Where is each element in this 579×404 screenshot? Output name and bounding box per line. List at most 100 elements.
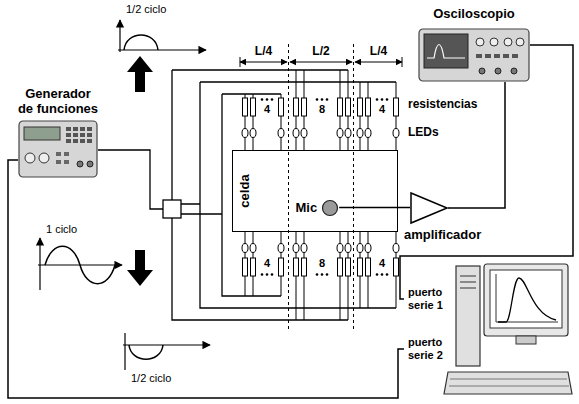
generator-drawing: [64, 152, 69, 156]
dimension-line: [289, 44, 354, 330]
dimension-line: [290, 62, 352, 63]
oscilloscope-drawing: [476, 54, 482, 58]
generator-drawing: [80, 127, 85, 131]
amplifier: amplificador: [410, 192, 448, 224]
oscilloscope-drawing: [427, 45, 465, 59]
led-symbol: [242, 129, 248, 138]
generator-drawing: [73, 127, 78, 131]
waveform-label: 1/2 ciclo: [131, 372, 171, 385]
count-label: 4: [252, 257, 282, 270]
resistor-wire: [296, 70, 348, 150]
drive-bus: [181, 204, 222, 214]
dimension-label: L/4: [249, 44, 279, 58]
count-label: 4: [367, 257, 397, 270]
generator-drawing: [19, 121, 97, 177]
computer-drawing: [490, 270, 562, 328]
resistor-symbol: [243, 98, 248, 116]
computer-drawing: [484, 264, 568, 336]
drive-bus: [98, 70, 396, 320]
resistor-wire: [245, 232, 281, 296]
resistor-symbol: [279, 258, 284, 276]
computer-drawing: [460, 276, 476, 288]
port-label: puerto serie 1: [408, 286, 452, 312]
generator-drawing: [80, 133, 85, 137]
waveform-sketch: [38, 20, 210, 370]
generator-drawing: [24, 127, 60, 140]
resistor-symbol: [243, 98, 399, 276]
resistor-symbol: [279, 98, 284, 116]
generator-drawing: [87, 161, 93, 167]
ellipsis-dots: [376, 98, 379, 101]
computer-drawing: [456, 266, 480, 366]
resistor-wire: [360, 232, 396, 308]
ellipsis-dots: [316, 98, 319, 101]
waveform-label: 1/2 ciclo: [126, 3, 166, 16]
resistor-symbol: [302, 98, 307, 116]
waveform-sketch: [124, 35, 158, 50]
oscilloscope-drawing: [512, 54, 518, 58]
resistor-symbol: [243, 258, 248, 276]
resistor-symbol: [251, 258, 256, 276]
generator-drawing: [77, 161, 83, 167]
drive-bus: [172, 70, 348, 320]
led-symbol: [357, 129, 363, 138]
oscilloscope-drawing: [494, 54, 500, 58]
led-symbol: [250, 244, 256, 253]
led-symbol: [242, 244, 248, 253]
resistor-symbol: [302, 258, 307, 276]
generator-drawing: [73, 133, 78, 137]
resistor-symbol: [294, 258, 299, 276]
signal-splitter: [163, 200, 181, 218]
led-symbol: [301, 244, 307, 253]
signal-cable: [400, 45, 573, 299]
ellipsis-dots: [326, 273, 329, 276]
computer: puerto serie 1 puerto serie 2: [404, 262, 574, 400]
resistor-symbol: [366, 98, 371, 116]
waveform-sketch: [129, 345, 163, 359]
count-label: 4: [367, 103, 397, 116]
led-symbol: [337, 244, 343, 253]
led-symbol: [365, 244, 371, 253]
generator-drawing: [87, 139, 92, 143]
part-label: LEDs: [408, 125, 439, 139]
drive-bus: [98, 150, 163, 209]
oscilloscope-drawing: [511, 68, 517, 74]
led-symbol: [242, 129, 399, 253]
ellipsis-dots: [386, 98, 389, 101]
direction-arrow: [127, 56, 153, 92]
led-symbol: [278, 244, 284, 253]
signal-cable: [8, 160, 404, 398]
oscilloscope-drawing: [503, 54, 509, 58]
resistor-symbol: [346, 98, 351, 116]
microphone-symbol: [321, 199, 339, 217]
amplifier-symbol: [410, 192, 448, 224]
ellipsis-dots: [326, 98, 329, 101]
dimension-line: [355, 62, 402, 63]
generator-drawing: [80, 139, 85, 143]
led-symbol: [345, 244, 351, 253]
led-symbol: [393, 129, 399, 138]
ellipsis-dots: [261, 273, 264, 276]
computer-drawing: [444, 372, 572, 394]
led-symbol: [337, 129, 343, 138]
generator-drawing: [25, 153, 35, 163]
microphone: Mic: [296, 198, 340, 218]
generator-drawing: [73, 139, 78, 143]
dimension-label: L/4: [364, 44, 394, 58]
computer-drawing: [496, 274, 558, 322]
led-symbol: [278, 129, 284, 138]
port-label: puerto serie 2: [408, 336, 452, 362]
computer-drawing: [516, 336, 536, 344]
led-symbol: [365, 129, 371, 138]
oscilloscope: Osciloscopio: [418, 28, 530, 82]
led-symbol: [293, 129, 299, 138]
waveform-sketch: [118, 49, 206, 50]
resistor-symbol: [366, 258, 371, 276]
waveform-sketch: [45, 246, 115, 284]
resistor-symbol: [358, 98, 363, 116]
direction-arrow: [127, 250, 153, 286]
led-symbol: [345, 129, 351, 138]
amplifier-symbol: [411, 193, 447, 223]
generator-drawing: [18, 120, 98, 178]
